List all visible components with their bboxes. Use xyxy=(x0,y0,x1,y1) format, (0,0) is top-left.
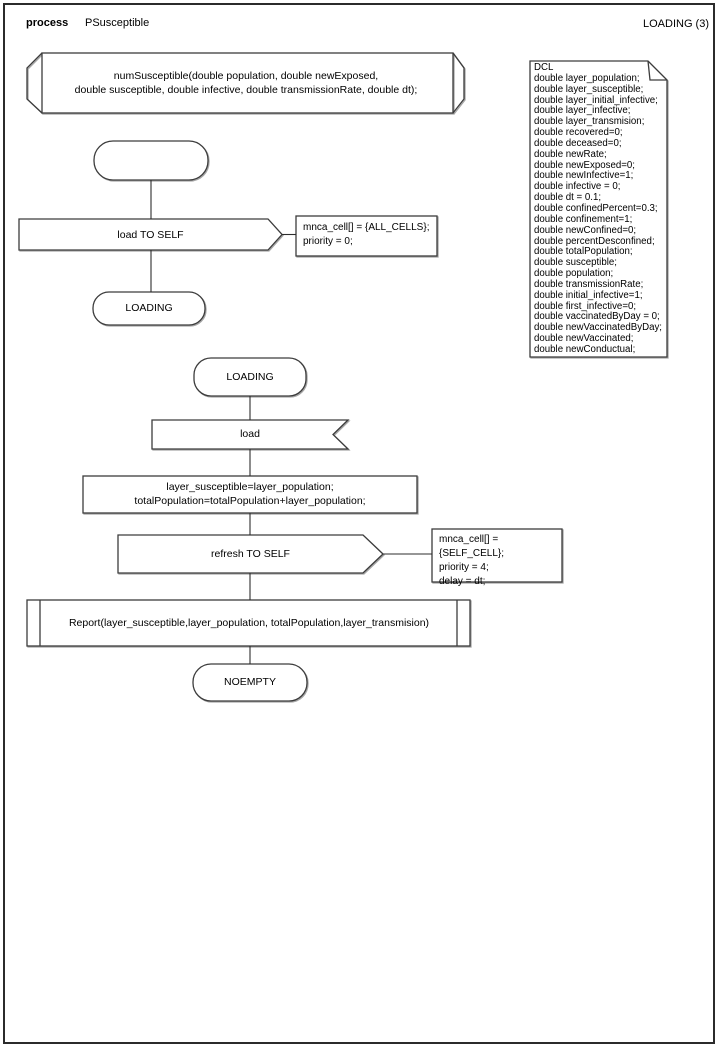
output-refresh-to-self-shape[interactable] xyxy=(117,534,384,574)
process-kind-label: process xyxy=(26,17,69,29)
comment-box-load[interactable] xyxy=(295,215,438,257)
state-loading-left-shape[interactable] xyxy=(92,291,206,326)
output-refresh-to-self-label: refresh TO SELF xyxy=(211,548,290,560)
task-assignment-text: layer_susceptible=layer_population; tota… xyxy=(134,481,366,507)
output-load-to-self-label: load TO SELF xyxy=(117,229,184,241)
dcl-declarations-text: DCL double layer_population; double laye… xyxy=(534,62,662,355)
procedure-signature-text: numSusceptible(double population, double… xyxy=(74,70,418,96)
procedure-call-report-shape[interactable] xyxy=(26,599,471,647)
output-load-to-self-shape[interactable] xyxy=(18,218,283,251)
process-name-label: PSusceptible xyxy=(85,17,150,29)
start-terminator-shape[interactable] xyxy=(93,140,209,181)
procedure-start-shape[interactable] xyxy=(26,52,465,114)
dcl-note-shape[interactable] xyxy=(529,60,668,358)
state-loading-main-label: LOADING xyxy=(226,371,274,383)
note-fold-icon xyxy=(647,60,667,81)
state-indicator-label: LOADING (3) xyxy=(642,18,709,30)
comment-load-params-text: mnca_cell[] = {ALL_CELLS}; priority = 0; xyxy=(303,222,430,247)
comment-refresh-params-text: mnca_cell[] = {SELF_CELL}; priority = 4;… xyxy=(439,534,505,587)
comment-box-refresh[interactable] xyxy=(431,528,563,583)
input-load-shape[interactable] xyxy=(151,419,350,450)
input-load-label: load xyxy=(240,428,260,440)
state-noempty-label: NOEMPTY xyxy=(224,676,276,688)
procedure-call-report-label: Report(layer_susceptible,layer_populatio… xyxy=(68,617,430,629)
state-loading-left-label: LOADING xyxy=(125,302,173,314)
